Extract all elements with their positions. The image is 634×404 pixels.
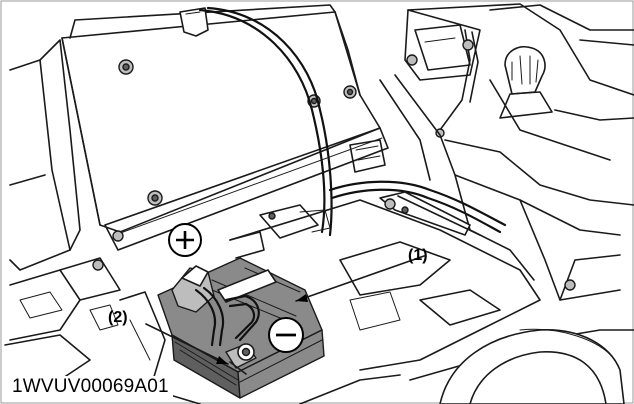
positive-terminal: [171, 265, 277, 347]
callout-2-label: (2): [108, 309, 128, 326]
callout-1-label: (1): [408, 247, 428, 264]
figure-code: 1WVUV00069A01: [10, 376, 173, 398]
main-harness: [198, 6, 333, 237]
left-frame: [4, 39, 166, 391]
leader-lines: [145, 255, 425, 365]
seat-panel: [61, 4, 389, 251]
right-floor: [229, 74, 634, 404]
negative-terminal: [224, 294, 260, 375]
right-harness: [328, 139, 507, 236]
top-right-assembly: [404, 3, 634, 161]
positive-symbol-icon: [168, 223, 202, 257]
negative-symbol-icon: [268, 317, 304, 353]
